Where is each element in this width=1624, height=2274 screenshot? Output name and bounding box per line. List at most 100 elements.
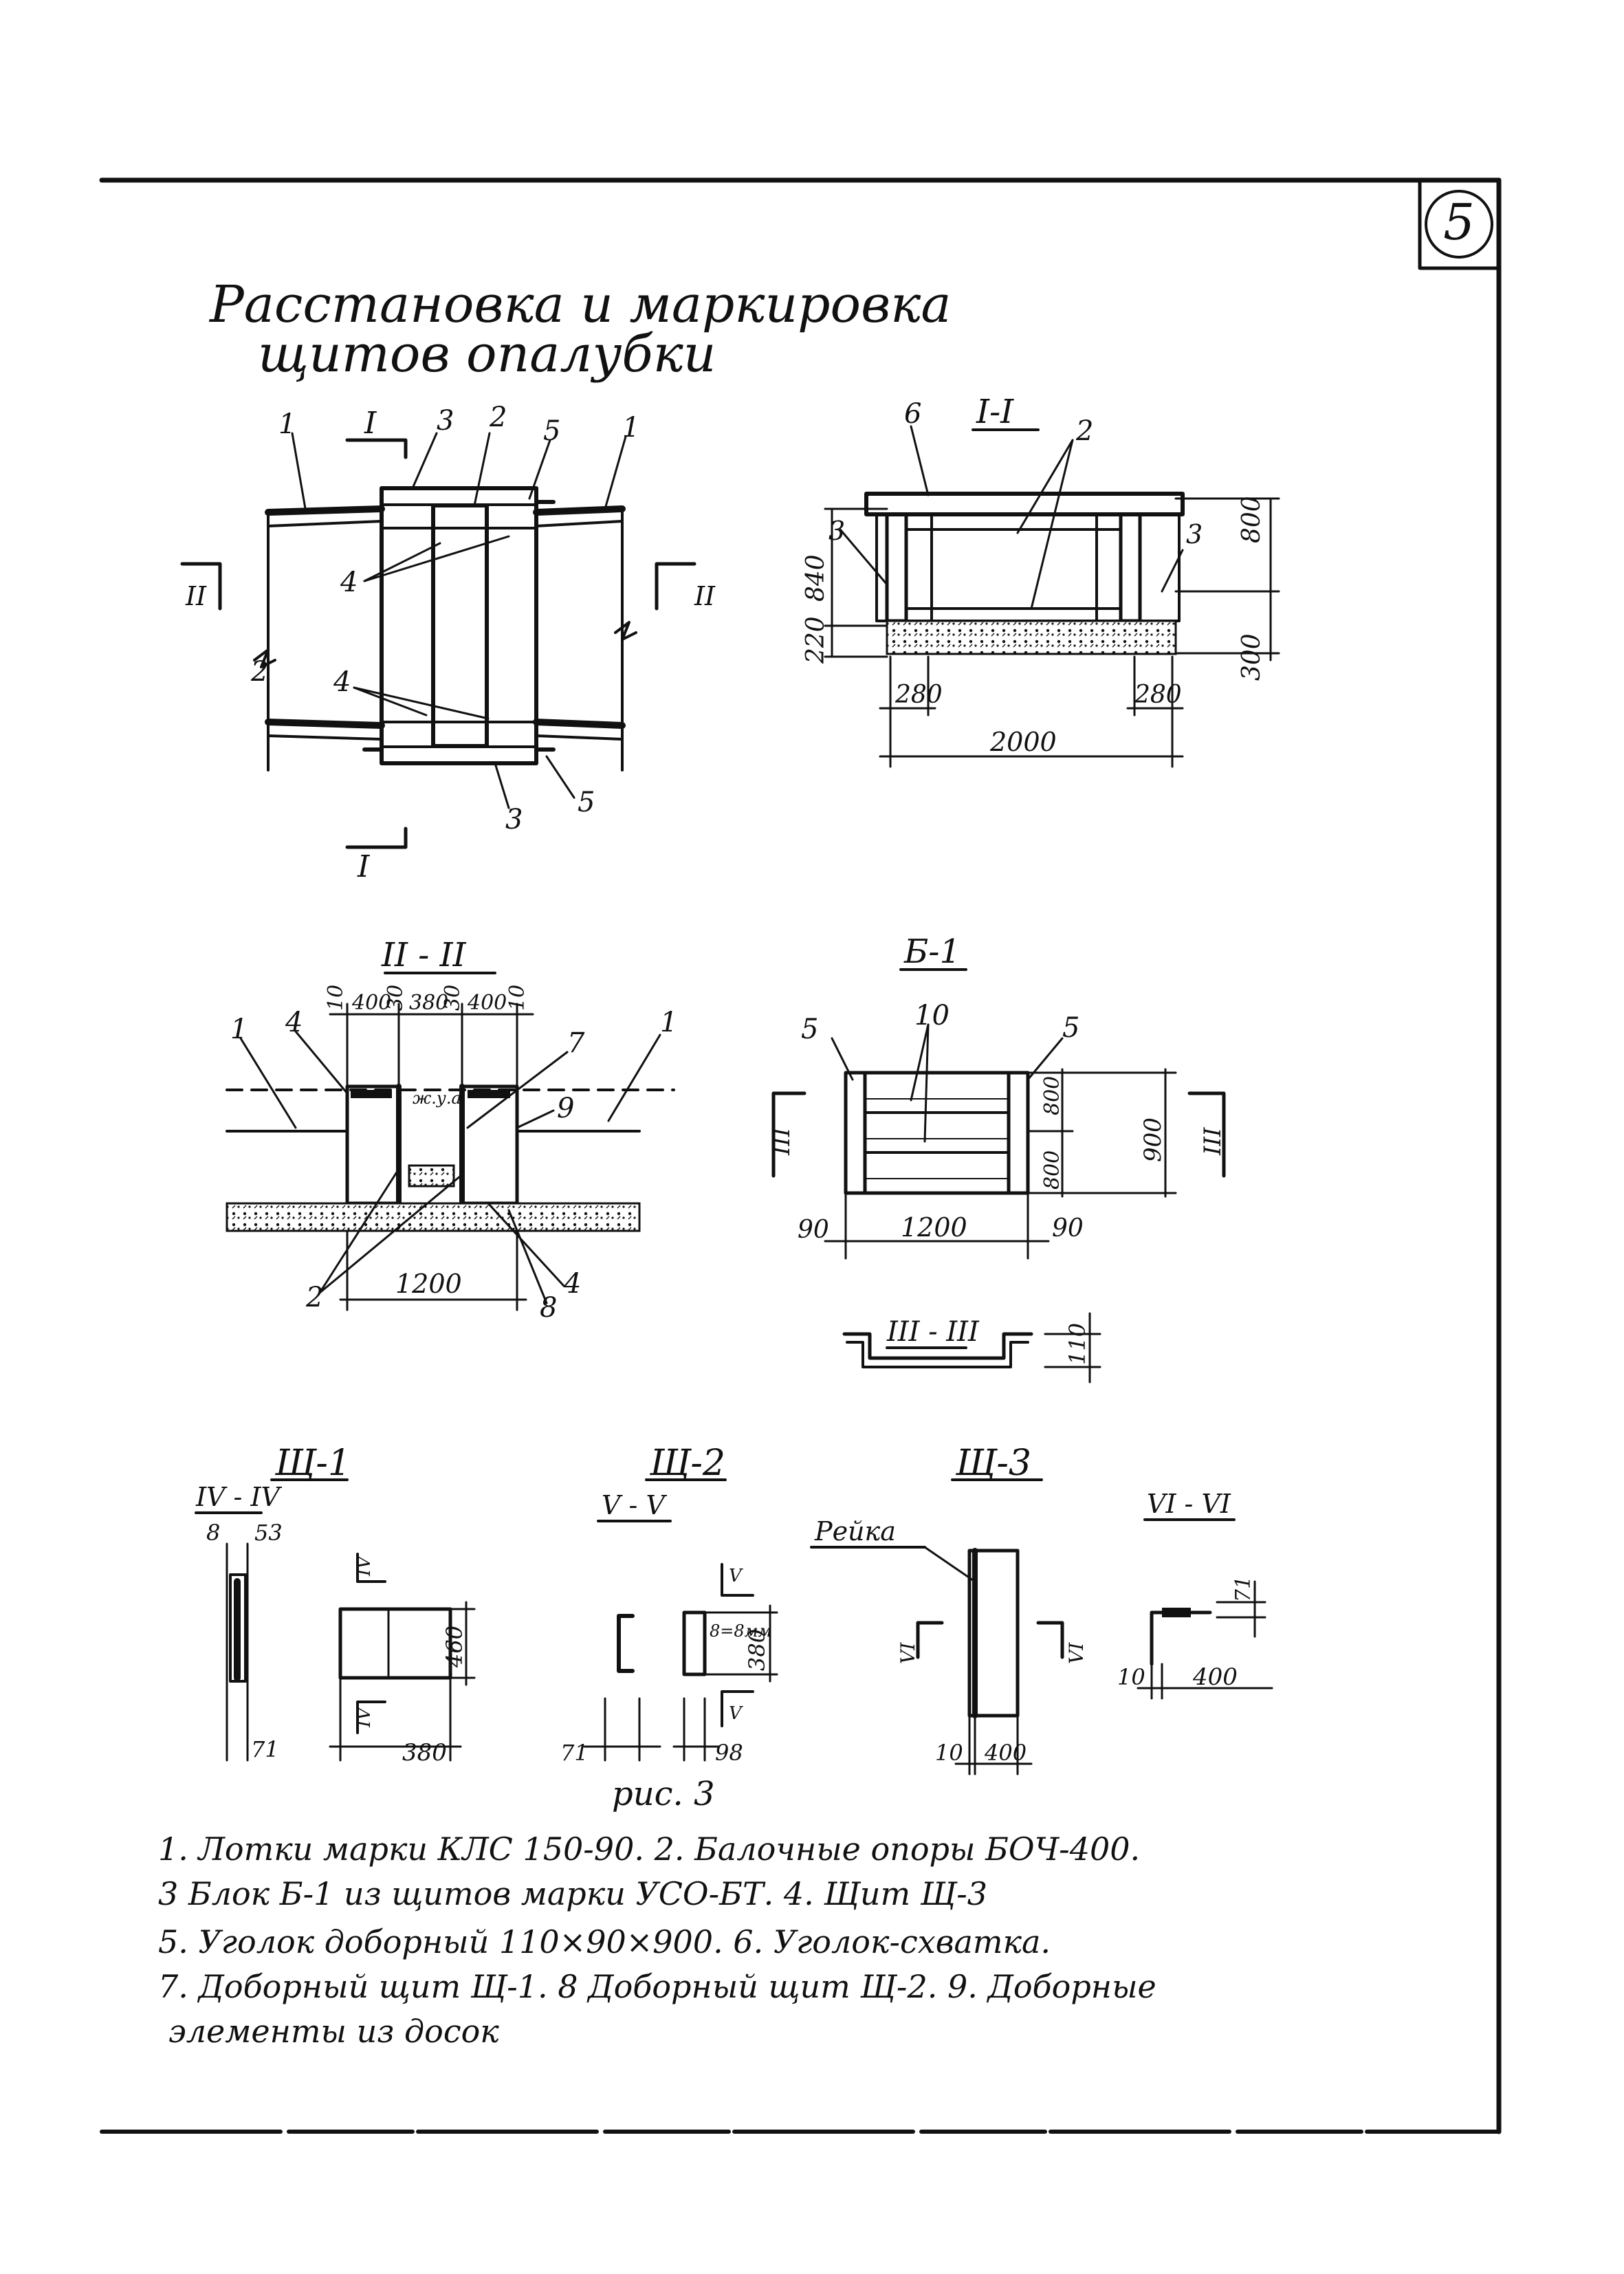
section-II-note: ж.у.а [413, 1089, 461, 1108]
block-B1-section-III-left: III [768, 1127, 795, 1156]
section-II-mark-9: 9 [557, 1093, 574, 1124]
shield-3-title: Щ-3 [955, 1443, 1031, 1484]
plan-section-II-right: II [694, 581, 716, 611]
page-number: 5 [1443, 193, 1475, 251]
section-VI-dim-71: 71 [1231, 1576, 1255, 1602]
shield-2-dim-71: 71 [560, 1740, 589, 1766]
plan-mark-5b: 5 [578, 787, 595, 818]
block-B1-mark-5a: 5 [801, 1014, 818, 1045]
plan-mark-3a: 3 [437, 405, 454, 437]
section-III-dim-110: 110 [1064, 1323, 1090, 1365]
section-II-dim-10a: 10 [324, 985, 348, 1011]
block-B1-section-III-right: III [1199, 1127, 1227, 1156]
block-B1-mark-5b: 5 [1062, 1012, 1079, 1044]
block-B1-dim-900: 900 [1139, 1117, 1167, 1162]
block-B1-dim-90a: 90 [798, 1216, 829, 1244]
plan-view [180, 432, 696, 849]
section-II-dim-1200: 1200 [395, 1269, 462, 1299]
shield-3-rail-label: Рейка [814, 1516, 896, 1546]
shield-2-note: 8=8мм [710, 1621, 771, 1641]
plan-mark-4b: 4 [333, 666, 351, 698]
legend-line-5: элементы из досок [168, 2013, 499, 2050]
shield-2-dim-98: 98 [715, 1740, 743, 1766]
shield-2-section-mark-a: V [729, 1566, 743, 1586]
shield-2-title: Щ-2 [649, 1443, 725, 1484]
section-II-mark-2: 2 [305, 1282, 323, 1313]
section-I-title: I-I [976, 393, 1014, 431]
section-II-mark-4a: 4 [285, 1007, 303, 1038]
plan-mark-3b: 3 [505, 804, 523, 835]
section-II-mark-4b: 4 [563, 1268, 581, 1300]
section-VI-title: VI - VI [1147, 1489, 1231, 1519]
section-II-dim-400b: 400 [467, 991, 507, 1015]
section-I-dim-220: 220 [802, 616, 830, 664]
section-VI-dim-10: 10 [1117, 1664, 1145, 1690]
section-II-dim-30a: 30 [384, 985, 408, 1011]
plan-mark-2: 2 [489, 402, 507, 433]
shield-3-section-mark-a: VI [897, 1642, 919, 1664]
shield-2-section-mark-b: V [729, 1703, 743, 1724]
shield-2-dim-380: 380 [744, 1629, 770, 1671]
block-B1-dim-1200: 1200 [901, 1212, 967, 1243]
section-I-dim-280a: 280 [895, 681, 943, 709]
section-I-mark-2: 2 [1075, 415, 1093, 447]
section-VI-dim-400: 400 [1192, 1663, 1238, 1691]
section-III-title: III - III [886, 1316, 980, 1348]
shield-1-title: Щ-1 [274, 1443, 351, 1484]
block-B1-dim-800a: 800 [1040, 1076, 1064, 1115]
plan-section-II-left: II [185, 581, 207, 611]
sheet-title-line1: Расстановка и маркировка [208, 275, 951, 334]
section-I-mark-3a: 3 [829, 516, 845, 546]
section-I-dim-300: 300 [1238, 633, 1266, 681]
shield-1-dim-8: 8 [206, 1520, 220, 1546]
shield-1-dim-380: 380 [402, 1739, 447, 1767]
sheet-frame [99, 177, 1502, 2134]
plan-section-I-bottom: I [357, 849, 371, 884]
section-II-dim-400a: 400 [351, 991, 391, 1015]
section-II-mark-1a: 1 [230, 1014, 248, 1045]
section-VI-VI [1137, 1518, 1273, 1700]
shield-3 [810, 1478, 1064, 1775]
legend-line-2: 3 Блок Б-1 из щитов марки УСО-БТ. 4. Щит… [158, 1875, 987, 1912]
section-II-mark-1b: 1 [660, 1007, 677, 1038]
section-I-mark-3b: 3 [1186, 519, 1203, 549]
figure-caption: рис. 3 [612, 1775, 715, 1813]
section-I-mark-6: 6 [904, 398, 921, 430]
shield-1 [195, 1478, 476, 1762]
section-II-dim-30b: 30 [441, 985, 465, 1011]
legend-line-1: 1. Лотки марки КЛС 150-90. 2. Балочные о… [158, 1830, 1140, 1868]
legend-line-4: 7. Доборный щит Щ-1. 8 Доборный щит Щ-2.… [158, 1968, 1156, 2005]
shield-3-dim-400: 400 [984, 1740, 1027, 1766]
shield-3-dim-10: 10 [935, 1740, 963, 1766]
shield-1-section-title: IV - IV [195, 1482, 282, 1512]
shield-1-dim-71: 71 [251, 1736, 279, 1762]
block-B1-dim-90b: 90 [1052, 1214, 1084, 1243]
shield-1-dim-460: 460 [441, 1626, 468, 1668]
plan-mark-1a: 1 [278, 408, 296, 440]
section-II-title: II - II [381, 936, 467, 974]
section-II-dim-380: 380 [409, 991, 448, 1015]
section-I-dim-2000: 2000 [989, 727, 1057, 757]
section-I-dim-840: 840 [802, 554, 830, 602]
plan-mark-4a: 4 [340, 567, 358, 598]
section-I-dim-280b: 280 [1134, 681, 1182, 709]
plan-mark-5a: 5 [543, 415, 560, 447]
block-B1-title: Б-1 [903, 932, 961, 971]
plan-mark-1b: 1 [622, 412, 639, 444]
shield-2 [583, 1478, 778, 1762]
section-II-dim-10b: 10 [505, 985, 529, 1011]
section-II-II [226, 972, 675, 1311]
shield-1-section-mark-b: IV [354, 1706, 375, 1728]
legend-line-3: 5. Уголок доборный 110×90×900. 6. Уголок… [158, 1923, 1051, 1960]
sheet-title-line2: щитов опалубки [258, 325, 716, 384]
plan-break-mark: 2 [250, 656, 268, 688]
section-I-dim-800: 800 [1238, 496, 1266, 543]
section-II-mark-8: 8 [540, 1292, 557, 1324]
block-B1-dim-800b: 800 [1040, 1150, 1064, 1190]
section-I-I [824, 425, 1280, 768]
shield-1-dim-53: 53 [254, 1520, 283, 1546]
shield-1-section-mark-a: IV [354, 1555, 375, 1577]
block-B1 [771, 968, 1226, 1384]
shield-3-section-mark-b: VI [1065, 1642, 1088, 1664]
